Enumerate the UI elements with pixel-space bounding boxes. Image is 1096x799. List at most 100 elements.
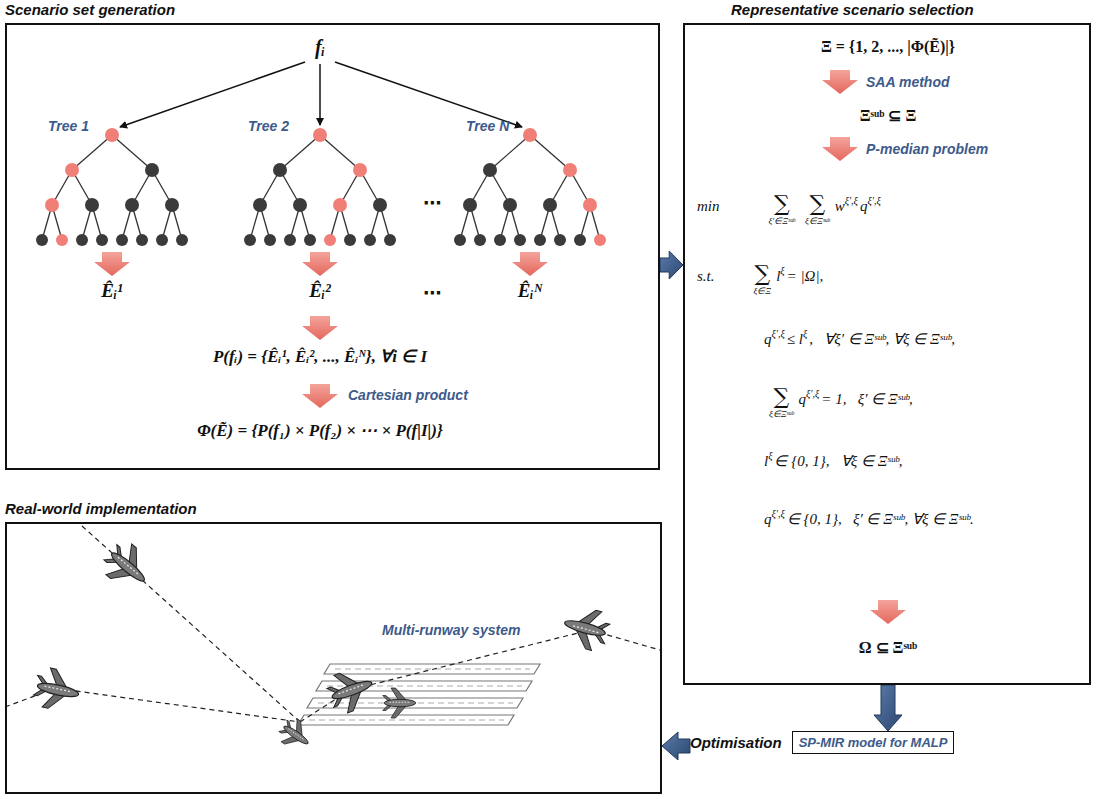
tree-node (474, 234, 486, 246)
panel-heading: Representative scenario selection (731, 1, 974, 18)
sum-limit: ξ∈Ξ (754, 286, 772, 296)
tree-branch (280, 135, 320, 170)
tree-node (353, 163, 367, 177)
tree-node (85, 198, 99, 212)
math-symbol: Êᵢᴺ (518, 280, 542, 302)
formula-term: ∈ {0, 1}, ξ′ ∈ Ξˢᵘᵇ, ∀ξ ∈ Ξˢᵘᵇ. (787, 510, 974, 528)
math-symbol: fᵢ (315, 36, 325, 59)
step-label: Multi-runway system (382, 622, 520, 638)
tree-node (244, 234, 256, 246)
tree-branch (72, 135, 112, 170)
formula-term: q (860, 198, 868, 215)
tree-node (36, 234, 48, 246)
superscript: ξ′,ξ (772, 508, 785, 519)
tree-node (176, 234, 188, 246)
ellipsis: ⋯ (423, 282, 441, 303)
tree-node (554, 234, 566, 246)
tree-node (156, 234, 168, 246)
sum-limit: ξ∈Ξˢᵘᵇ (769, 409, 794, 419)
sum-operator: ∑ξ′∈Ξˢᵘᵇ (769, 192, 796, 226)
formula-term: l (776, 268, 780, 285)
step-label: SAA method (866, 74, 949, 90)
tree-node (165, 198, 179, 212)
tree-node (273, 163, 287, 177)
tree-node (364, 234, 376, 246)
superscript: ξ (803, 328, 807, 339)
tree-branch (112, 135, 152, 170)
arrow-shape (662, 732, 690, 760)
superscript: ξ′,ξ (806, 388, 819, 399)
tree-node (373, 198, 387, 212)
sum-operator: ∑ξ∈Ξ (754, 262, 772, 296)
formula-term: ∈ {0, 1}, ∀ξ ∈ Ξˢᵘᵇ, (774, 452, 902, 470)
tree-node (304, 234, 316, 246)
formula-line: qξ′,ξ≤ lξ, ∀ξ′ ∈ Ξˢᵘᵇ, ∀ξ ∈ Ξˢᵘᵇ, (764, 330, 955, 348)
tree-node (563, 163, 577, 177)
tree-node (56, 234, 68, 246)
tree-node (333, 198, 347, 212)
block-arrow (662, 732, 690, 760)
step-label: Tree 2 (248, 118, 289, 134)
step-label: Cartesian product (348, 387, 468, 403)
tree-branch (530, 135, 570, 170)
sum-sign: ∑ (754, 262, 770, 286)
tree-node (76, 234, 88, 246)
tree-branch (490, 135, 530, 170)
formula-term: ≤ l (787, 331, 803, 348)
ellipsis: ⋯ (423, 192, 441, 213)
tree-node (454, 234, 466, 246)
tree-node (105, 128, 119, 142)
arrow-shape (874, 685, 902, 731)
formula-line: min∑ξ′∈Ξˢᵘᵇ∑ξ∈Ξˢᵘᵇwξ′,ξqξ′,ξ (697, 192, 883, 226)
superscript: ξ (780, 265, 784, 276)
formula: P(fᵢ) = {Êᵢ¹, Êᵢ², ..., Êᵢᴺ}, ∀i ∈ I (213, 346, 427, 367)
tree-node (344, 234, 356, 246)
tree-node (116, 234, 128, 246)
tree-node (523, 128, 537, 142)
superscript: ξ′,ξ (867, 195, 880, 206)
sum-operator: ∑ξ∈Ξˢᵘᵇ (769, 385, 794, 419)
tree-node (583, 198, 597, 212)
superscript: ξ′,ξ (772, 328, 785, 339)
step-label: Tree N (466, 118, 509, 134)
tree-node (514, 234, 526, 246)
step-label: Optimisation (690, 734, 782, 751)
panel-heading: Real-world implementation (5, 500, 197, 517)
math-symbol: Êᵢ² (309, 280, 331, 302)
tree-node (136, 234, 148, 246)
tree-node (253, 198, 267, 212)
tree-node (96, 234, 108, 246)
process-box: Optimisation SP-MIR model for MALP (690, 731, 954, 754)
tree-node (45, 198, 59, 212)
tree-node (494, 234, 506, 246)
tree-node (384, 234, 396, 246)
formula-term: q (799, 391, 807, 408)
superscript: ξ (768, 450, 772, 461)
formula-line: s.t.∑ξ∈Ξlξ= |Ω|, (697, 262, 823, 296)
formula-term: min (697, 198, 720, 215)
tree-node (534, 234, 546, 246)
tree-node (313, 128, 327, 142)
tree-node (293, 198, 307, 212)
formula-term: q (764, 331, 772, 348)
formula: Ω ⊆ Ξˢᵘᵇ (859, 638, 918, 657)
tree-branch (320, 135, 360, 170)
tree-node (65, 163, 79, 177)
formula-term: = |Ω|, (787, 268, 824, 285)
formula: Ξˢᵘᵇ ⊆ Ξ (860, 106, 917, 125)
sum-sign: ∑ (809, 192, 825, 216)
formula-term: , ∀ξ′ ∈ Ξˢᵘᵇ, ∀ξ ∈ Ξˢᵘᵇ, (809, 330, 955, 348)
sum-operator: ∑ξ∈Ξˢᵘᵇ (805, 192, 830, 226)
tree-node (284, 234, 296, 246)
tree-node (264, 234, 276, 246)
tree-node (594, 234, 606, 246)
panel-box: Real-world implementation (5, 522, 662, 794)
panel-box: Scenario set generation (5, 23, 660, 470)
sum-sign: ∑ (774, 192, 790, 216)
formula-term: q (764, 511, 772, 528)
formula-term: w (835, 198, 845, 215)
arrow-shape (660, 251, 683, 279)
math-symbol: Êᵢ¹ (101, 280, 123, 302)
model-box-label: SP-MIR model for MALP (792, 731, 955, 754)
